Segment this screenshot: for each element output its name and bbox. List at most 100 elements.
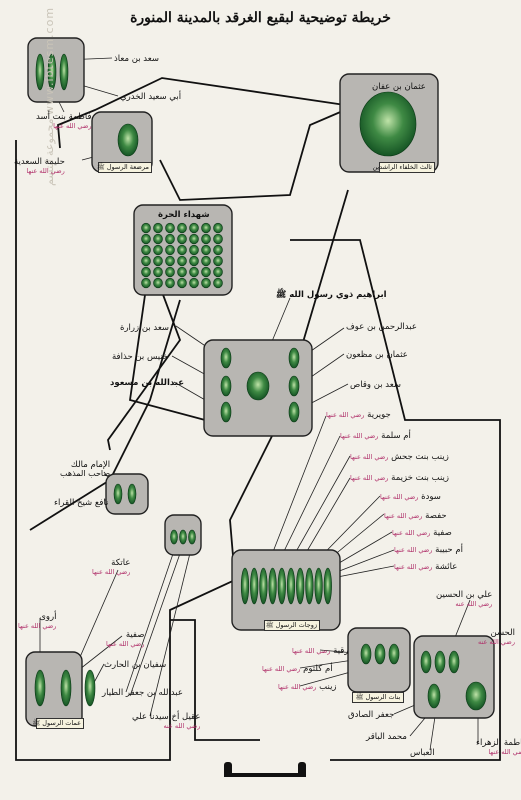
grave-marker <box>34 669 46 707</box>
label-jafar-sadiq: جعفر الصادق <box>348 710 395 720</box>
grave-marker <box>213 266 223 278</box>
grave-marker <box>465 681 487 711</box>
label-nafi: نافع شيخ القراء <box>54 498 109 508</box>
label-saad-zurara: سعد بن زرارة <box>120 323 170 333</box>
plate-uthman: ثالث الخلفاء الراشدين <box>372 162 435 173</box>
grave-marker <box>213 255 223 267</box>
leader-line <box>149 544 193 717</box>
gate-post <box>224 762 232 776</box>
label-safiyya-w: صفية رضي الله عنها <box>392 528 452 538</box>
grave-marker <box>165 255 175 267</box>
grave-marker <box>259 567 268 605</box>
grave-marker <box>177 255 187 267</box>
label-umm-kulthum: أم كلثوم رضي الله عنها <box>262 664 333 674</box>
grave-marker <box>165 266 175 278</box>
grave-marker <box>189 266 199 278</box>
grave-marker <box>113 483 123 505</box>
grave-marker <box>189 255 199 267</box>
grave-marker <box>153 244 163 256</box>
label-muhammad-baqir: محمد الباقر <box>366 732 407 742</box>
label-sufyan: سفيان بن الحارث <box>104 660 167 670</box>
gate-bar <box>224 773 306 777</box>
grave-marker <box>323 567 332 605</box>
label-uthman-mazoon: عثمان بن مظعون <box>346 350 408 360</box>
grave-marker <box>60 669 72 707</box>
gate <box>224 762 306 777</box>
grave-marker <box>153 233 163 245</box>
grave-marker <box>189 233 199 245</box>
grave-marker <box>153 255 163 267</box>
plate-daughters: بنات الرسول ﷺ <box>352 692 404 703</box>
label-hafsa: حفصة رضي الله عنها <box>384 511 447 521</box>
grave-marker <box>213 277 223 289</box>
boundary-line <box>170 619 260 741</box>
plate-wives: زوجات الرسول ﷺ <box>264 620 320 631</box>
label-umm-habiba: أم حبيبة رضي الله عنها <box>394 545 463 555</box>
label-abu-said: أبي سعيد الخدري <box>120 92 182 102</box>
grave-marker <box>165 233 175 245</box>
label-saad-waqqas: سعد بن وقاص <box>350 380 401 390</box>
grave-marker <box>177 233 187 245</box>
grave-marker <box>189 222 199 234</box>
grave-marker <box>220 347 232 369</box>
grave-marker <box>189 277 199 289</box>
grave-marker <box>179 529 187 545</box>
grave-marker <box>141 266 151 278</box>
grave-marker <box>141 233 151 245</box>
grave-marker <box>201 255 211 267</box>
plate-halima: مرضعة الرسول ﷺ <box>97 162 152 173</box>
box-title-uthman: عثمان بن عفان <box>372 82 426 92</box>
grave-marker <box>165 277 175 289</box>
grave-marker <box>201 244 211 256</box>
grave-marker <box>296 567 305 605</box>
grave-marker <box>434 650 446 674</box>
grave-marker <box>177 222 187 234</box>
gate-post <box>298 762 306 776</box>
grave-marker <box>177 244 187 256</box>
grave-marker <box>153 266 163 278</box>
box-malik <box>105 473 149 515</box>
label-aisha: عائشة رضي الله عنها <box>394 562 458 572</box>
grave-marker <box>165 244 175 256</box>
leader-line <box>129 544 184 697</box>
grave-marker <box>201 266 211 278</box>
label-zaynab-d: زينب رضي الله عنها <box>278 682 337 692</box>
grave-marker <box>240 567 250 605</box>
grave-marker <box>420 650 432 674</box>
boundary-line <box>29 299 181 531</box>
grave-marker <box>360 643 372 665</box>
grave-marker <box>220 401 232 423</box>
label-khunais: خنيس بن حذافة <box>112 352 169 362</box>
grave-marker <box>170 529 178 545</box>
label-saad-muadh: سعد بن معاذ <box>114 54 159 64</box>
grave-marker <box>305 567 314 605</box>
grave-marker <box>141 222 151 234</box>
grave-marker <box>359 91 417 157</box>
label-juwayriya: جويرية رضي الله عنها <box>326 410 391 420</box>
grave-marker <box>188 529 196 545</box>
grave-marker <box>127 483 137 505</box>
grave-marker <box>153 222 163 234</box>
grave-marker <box>141 244 151 256</box>
grave-marker <box>189 244 199 256</box>
leader-line <box>125 544 177 693</box>
box-title-harra: شهداء الحرة <box>158 210 210 220</box>
grave-marker <box>153 277 163 289</box>
grave-marker <box>213 244 223 256</box>
grave-marker <box>84 669 96 707</box>
box-aunts <box>25 651 83 727</box>
grave-marker <box>201 277 211 289</box>
grave-marker <box>277 567 286 605</box>
label-ibrahim: ابراهيم ذوي رسول الله ﷺ <box>276 290 387 300</box>
grave-marker <box>268 567 277 605</box>
grave-marker <box>141 255 151 267</box>
